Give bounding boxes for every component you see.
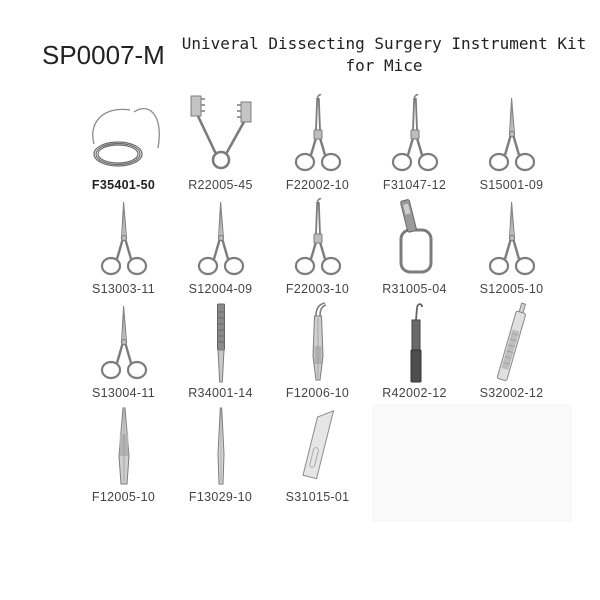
hook-probe-icon (410, 303, 423, 383)
instrument-code: R31005-04 (382, 282, 447, 296)
background-panel (372, 404, 572, 522)
instrument-item: F31047-12 (366, 92, 463, 196)
scissors-icon (488, 97, 535, 172)
instrument-image (278, 92, 358, 176)
scalpel-handle-icon (496, 302, 526, 381)
scalpel-blade-icon (301, 409, 334, 480)
wire-coil-icon (91, 107, 160, 167)
instrument-code: S13003-11 (92, 282, 155, 296)
title-line-2: for Mice (345, 56, 423, 75)
instrument-code: S12005-10 (479, 282, 544, 296)
instrument-item: R22005-45 (172, 92, 269, 196)
forceps-curved-icon (311, 302, 326, 381)
instrument-image (181, 404, 261, 488)
instrument-image (278, 404, 358, 488)
forceps-thin-icon (216, 407, 225, 485)
forceps-icon (117, 407, 130, 485)
clamp-icon (399, 199, 432, 274)
instrument-code: S32002-12 (479, 386, 544, 400)
instrument-image (375, 92, 455, 176)
instrument-item: S13004-11 (75, 300, 172, 404)
instrument-code: S15001-09 (479, 178, 544, 192)
instrument-image (84, 196, 164, 280)
instrument-image (375, 196, 455, 280)
scissors-icon (488, 201, 535, 276)
instrument-item: R34001-14 (172, 300, 269, 404)
instrument-code: F31047-12 (382, 178, 447, 192)
instrument-image (84, 300, 164, 384)
instrument-image (181, 196, 261, 280)
flat-probe-icon (216, 303, 225, 383)
page-title: Univeral Dissecting Surgery Instrument K… (178, 33, 590, 77)
instrument-image (84, 92, 164, 176)
hemostat-icon (391, 94, 438, 172)
instrument-item: F35401-50 (75, 92, 172, 196)
instrument-code: S31015-01 (285, 490, 350, 504)
title-line-1: Univeral Dissecting Surgery Instrument K… (181, 34, 587, 53)
instrument-code: F12006-10 (285, 386, 350, 400)
hemostat-icon (294, 198, 341, 276)
instrument-item: F22003-10 (269, 196, 366, 300)
instrument-code: S13004-11 (92, 386, 155, 400)
instrument-item: S32002-12 (463, 300, 560, 404)
instrument-item: S12005-10 (463, 196, 560, 300)
product-code: SP0007-M (42, 40, 165, 70)
instrument-code: R34001-14 (188, 386, 253, 400)
instrument-item: R42002-12 (366, 300, 463, 404)
instrument-item: F13029-10 (172, 404, 269, 508)
retractor-icon (190, 95, 251, 170)
instrument-item: F12005-10 (75, 404, 172, 508)
instrument-image (472, 196, 552, 280)
instrument-image (375, 300, 455, 384)
instrument-item: R31005-04 (366, 196, 463, 300)
instrument-item: S13003-11 (75, 196, 172, 300)
instrument-item: S12004-09 (172, 196, 269, 300)
instrument-image (472, 300, 552, 384)
instrument-grid: F35401-50 R22005-45 F22002-10 F31047-12 … (75, 92, 560, 508)
instrument-code: F12005-10 (91, 490, 156, 504)
instrument-item: S31015-01 (269, 404, 366, 508)
instrument-image (472, 92, 552, 176)
instrument-image (84, 404, 164, 488)
instrument-image (181, 300, 261, 384)
instrument-image (278, 196, 358, 280)
scissors-icon (100, 201, 147, 276)
instrument-code: F35401-50 (91, 178, 156, 192)
hemostat-icon (294, 94, 341, 172)
scissors-icon (197, 201, 244, 276)
scissors-icon (100, 305, 147, 380)
instrument-code: R42002-12 (382, 386, 447, 400)
instrument-image (181, 92, 261, 176)
instrument-code: R22005-45 (188, 178, 253, 192)
instrument-code: F22002-10 (285, 178, 350, 192)
instrument-code: S12004-09 (188, 282, 253, 296)
instrument-code: F13029-10 (188, 490, 253, 504)
instrument-item: F12006-10 (269, 300, 366, 404)
instrument-item: F22002-10 (269, 92, 366, 196)
instrument-item: S15001-09 (463, 92, 560, 196)
instrument-image (278, 300, 358, 384)
instrument-code: F22003-10 (285, 282, 350, 296)
